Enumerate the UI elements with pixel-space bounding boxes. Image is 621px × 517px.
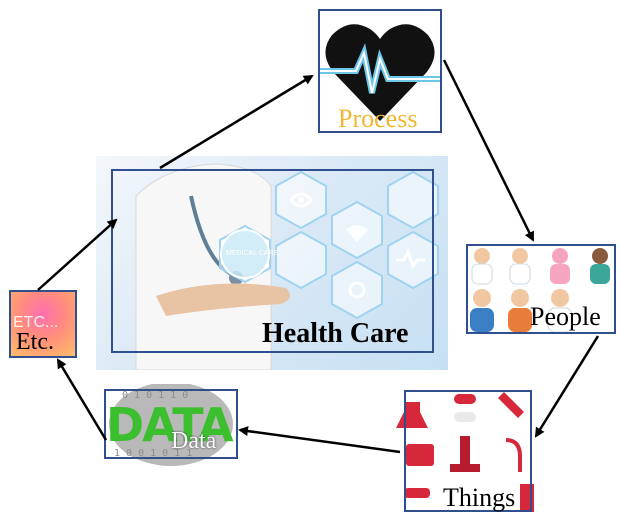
arrow-etc-to-healthcare <box>37 218 118 291</box>
etc-word: ETC... <box>13 314 59 331</box>
process-label: Process <box>338 104 418 133</box>
things-label: Things <box>443 483 516 512</box>
data-word: DATA <box>106 398 234 452</box>
arrow-healthcare-to-process <box>159 74 314 170</box>
etc-image: ETC... <box>9 290 77 358</box>
people-avatars-icon <box>470 248 610 333</box>
arrow-process-to-people <box>442 59 535 242</box>
medical-care-badge: MEDICAL CARE <box>226 250 279 257</box>
svg-text:1 0 0 1 0 1 1: 1 0 0 1 0 1 1 <box>114 448 192 459</box>
heart-pulse-icon <box>320 24 440 122</box>
arrow-people-to-things <box>534 335 600 438</box>
people-image <box>466 244 616 334</box>
health-care-label: Health Care <box>262 318 409 349</box>
arrow-things-to-data <box>238 426 401 454</box>
health-care-image: MEDICAL CARE <box>96 156 448 370</box>
data-label: Data <box>171 428 217 454</box>
data-sphere-icon: 0 1 0 1 1 0 1 0 0 1 0 1 1 <box>109 384 233 466</box>
arrow-data-to-etc <box>56 358 108 441</box>
etc-label: Etc. <box>16 329 54 355</box>
people-label: People <box>530 302 601 331</box>
svg-text:0 1 0 1 1 0: 0 1 0 1 1 0 <box>122 390 188 401</box>
health-care-illustration <box>135 163 439 370</box>
data-image: 0 1 0 1 1 0 1 0 0 1 0 1 1 DATA <box>104 384 238 466</box>
process-image <box>318 9 442 133</box>
things-image <box>396 388 536 516</box>
